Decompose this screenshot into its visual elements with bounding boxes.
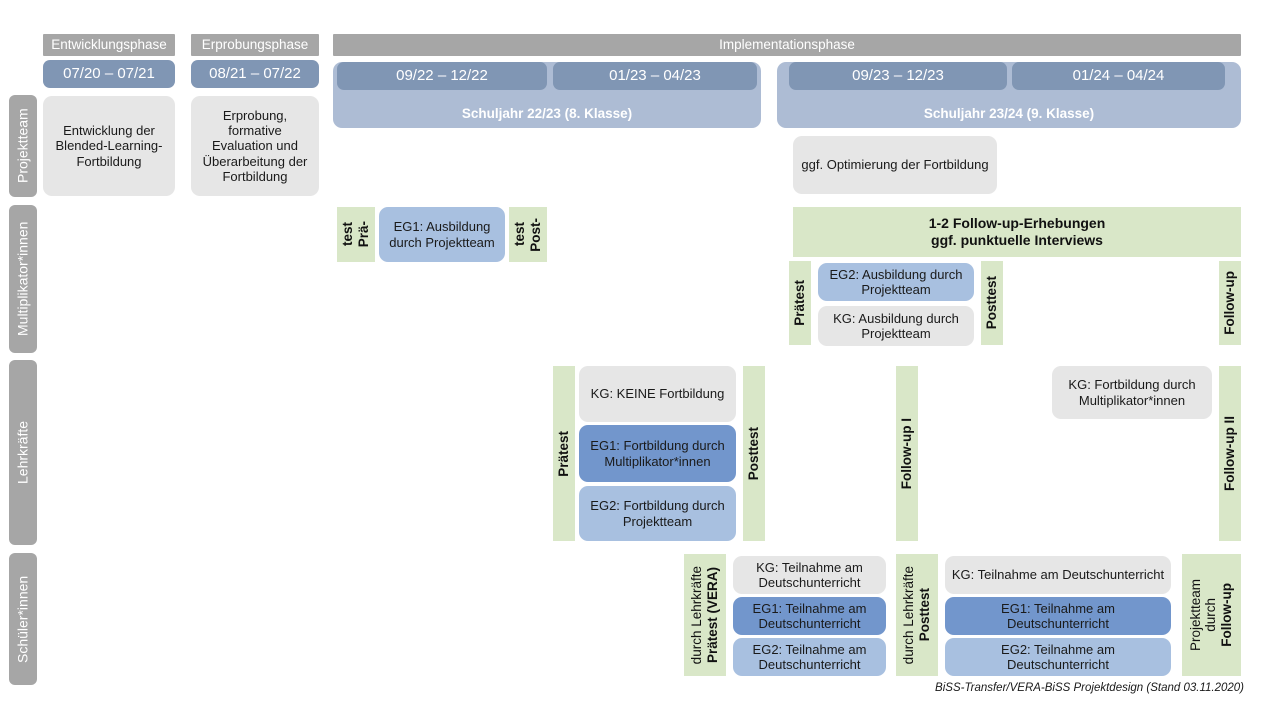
school-year-label: Schuljahr 23/24 (9. Klasse) xyxy=(923,106,1095,122)
test-col-posttest-schueler: Posttest durch Lehrkräfte xyxy=(896,554,938,676)
footer-source-note: BiSS-Transfer/VERA-BiSS Projektdesign (S… xyxy=(935,682,1244,694)
role-label-lehrkraefte: Lehrkräfte xyxy=(9,360,37,545)
card-text: Entwicklung der Blended-Learning-Fortbil… xyxy=(55,123,163,169)
card-text: KG: Teilnahme am Deutschunterricht xyxy=(951,567,1165,583)
card-text: KG: Fortbildung durch Multiplikator*inne… xyxy=(1068,377,1196,408)
card-text: EG2: Teilnahme am Deutschunterricht xyxy=(1001,641,1115,672)
test-col-sub: durch Lehrkräfte xyxy=(901,565,917,665)
card-entwicklung-fortbildung: Entwicklung der Blended-Learning-Fortbil… xyxy=(43,96,175,196)
role-label-multiplikatorinnen: Multiplikator*innen xyxy=(9,205,37,353)
test-col-sub1: durch xyxy=(1203,598,1219,632)
test-col-text: Posttest xyxy=(745,426,761,481)
period-label: 09/23 – 12/23 xyxy=(852,67,944,85)
card-text: ggf. Optimierung der Fortbildung xyxy=(801,157,989,173)
period-label: 09/22 – 12/22 xyxy=(396,67,488,85)
card-text: EG1: Fortbildung durch Multiplikator*inn… xyxy=(590,438,725,469)
test-col-sub2: Projektteam xyxy=(1188,578,1204,652)
footer-text: BiSS-Transfer/VERA-BiSS Projektdesign (S… xyxy=(935,682,1244,694)
test-col-line2: test xyxy=(512,222,528,247)
test-col-line1: Prä- xyxy=(355,221,371,248)
card-kg-ausbildung-projektteam: KG: Ausbildung durch Projektteam xyxy=(818,306,974,346)
period-label: 01/24 – 04/24 xyxy=(1072,67,1165,85)
role-label-text: Schüler*innen xyxy=(14,575,31,663)
phase-label: Implementationsphase xyxy=(719,37,855,53)
card-text: EG2: Teilnahme am Deutschunterricht xyxy=(752,641,867,672)
card-eg2-teilnahme-deutschunterricht-1: EG2: Teilnahme am Deutschunterricht xyxy=(733,638,886,676)
banner-line2: ggf. punktuelle Interviews xyxy=(931,232,1103,248)
phase-bar-erprobungsphase: Erprobungsphase xyxy=(191,34,319,56)
role-label-schuelerinnen: Schüler*innen xyxy=(9,553,37,685)
test-col-posttest-multiplikatoren-2: Posttest xyxy=(981,261,1003,345)
test-col-text: Posttest xyxy=(983,276,999,330)
test-col-praetest-lehrkraefte: Prätest xyxy=(553,366,575,541)
test-col-line1: Post- xyxy=(527,217,543,252)
role-label-text: Multiplikator*innen xyxy=(14,221,31,337)
card-text: EG2: Ausbildung durch Projektteam xyxy=(829,266,963,297)
period-label: 07/20 – 07/21 xyxy=(63,65,155,83)
phase-bar-implementationsphase: Implementationsphase xyxy=(333,34,1241,56)
test-col-followup-multiplikatoren: Follow-up xyxy=(1219,261,1241,345)
phase-label: Erprobungsphase xyxy=(201,37,309,53)
test-col-line2: test xyxy=(340,222,356,247)
period-pill-0123-0423: 01/23 – 04/23 xyxy=(553,62,757,90)
card-kg-fortbildung-multiplikatoren: KG: Fortbildung durch Multiplikator*inne… xyxy=(1052,366,1212,419)
card-text: KG: KEINE Fortbildung xyxy=(590,386,725,402)
phase-label: Entwicklungsphase xyxy=(51,37,167,53)
test-col-followup-2-lehrkraefte: Follow-up II xyxy=(1219,366,1241,541)
test-col-text: Follow-up xyxy=(1221,271,1237,335)
period-pill-0124-0424: 01/24 – 04/24 xyxy=(1012,62,1225,90)
test-col-main: Prätest (VERA) xyxy=(704,566,720,664)
test-col-text: Prätest xyxy=(791,280,807,326)
test-col-praetest-multiplikatoren: Prä- test xyxy=(337,207,375,262)
period-pill-0923-1223: 09/23 – 12/23 xyxy=(789,62,1007,90)
school-year-label: Schuljahr 22/23 (8. Klasse) xyxy=(461,106,633,122)
test-col-text: Follow-up II xyxy=(1221,416,1237,491)
test-col-praetest-multiplikatoren-2: Prätest xyxy=(789,261,811,345)
test-col-sub: durch Lehrkräfte xyxy=(689,565,705,665)
banner-line1: 1-2 Follow-up-Erhebungen xyxy=(928,214,1106,231)
phase-bar-entwicklungsphase: Entwicklungsphase xyxy=(43,34,175,56)
test-col-main: Follow-up xyxy=(1218,583,1234,647)
card-eg2-ausbildung-projektteam: EG2: Ausbildung durch Projektteam xyxy=(818,263,974,301)
card-text: EG1: Teilnahme am Deutschunterricht xyxy=(752,600,867,631)
role-label-text: Projektteam xyxy=(14,108,31,184)
card-erprobung-evaluation: Erprobung, formative Evaluation und Über… xyxy=(191,96,319,196)
card-text: EG1: Teilnahme am Deutschunterricht xyxy=(1001,600,1115,631)
period-pill-0821-0722: 08/21 – 07/22 xyxy=(191,60,319,88)
card-text: Erprobung, formative Evaluation und Über… xyxy=(202,107,308,184)
test-col-followup-1-lehrkraefte: Follow-up I xyxy=(896,366,918,541)
card-eg2-fortbildung-projektteam: EG2: Fortbildung durch Projektteam xyxy=(579,486,736,541)
banner-followup-erhebungen: 1-2 Follow-up-Erhebungen ggf. punktuelle… xyxy=(793,207,1241,257)
card-text: EG2: Fortbildung durch Projektteam xyxy=(590,498,725,529)
test-col-posttest-lehrkraefte: Posttest xyxy=(743,366,765,541)
card-optimierung-fortbildung: ggf. Optimierung der Fortbildung xyxy=(793,136,997,194)
test-col-posttest-multiplikatoren: Post- test xyxy=(509,207,547,262)
test-col-text: Follow-up I xyxy=(898,417,914,490)
role-label-text: Lehrkräfte xyxy=(14,420,31,485)
card-kg-teilnahme-deutschunterricht-1: KG: Teilnahme am Deutschunterricht xyxy=(733,556,886,594)
card-eg1-ausbildung-projektteam: EG1: Ausbildung durch Projektteam xyxy=(379,207,505,262)
card-kg-teilnahme-deutschunterricht-2: KG: Teilnahme am Deutschunterricht xyxy=(945,556,1171,594)
role-label-projektteam: Projektteam xyxy=(9,95,37,197)
card-eg2-teilnahme-deutschunterricht-2: EG2: Teilnahme am Deutschunterricht xyxy=(945,638,1171,676)
test-col-main: Posttest xyxy=(916,588,932,642)
period-pill-0922-1222: 09/22 – 12/22 xyxy=(337,62,547,90)
test-col-followup-schueler: Follow-up durch Projektteam xyxy=(1182,554,1241,676)
test-col-text: Prätest xyxy=(555,430,571,477)
card-eg1-teilnahme-deutschunterricht-2: EG1: Teilnahme am Deutschunterricht xyxy=(945,597,1171,635)
card-eg1-teilnahme-deutschunterricht-1: EG1: Teilnahme am Deutschunterricht xyxy=(733,597,886,635)
period-pill-0720-0721: 07/20 – 07/21 xyxy=(43,60,175,88)
card-eg1-fortbildung-multiplikatoren: EG1: Fortbildung durch Multiplikator*inn… xyxy=(579,425,736,482)
card-text: KG: Ausbildung durch Projektteam xyxy=(833,310,959,341)
period-label: 01/23 – 04/23 xyxy=(609,67,701,85)
period-label: 08/21 – 07/22 xyxy=(209,65,301,83)
card-kg-keine-fortbildung: KG: KEINE Fortbildung xyxy=(579,366,736,422)
test-col-praetest-vera-schueler: Prätest (VERA) durch Lehrkräfte xyxy=(684,554,726,676)
card-text: EG1: Ausbildung durch Projektteam xyxy=(389,219,495,250)
card-text: KG: Teilnahme am Deutschunterricht xyxy=(756,559,863,590)
